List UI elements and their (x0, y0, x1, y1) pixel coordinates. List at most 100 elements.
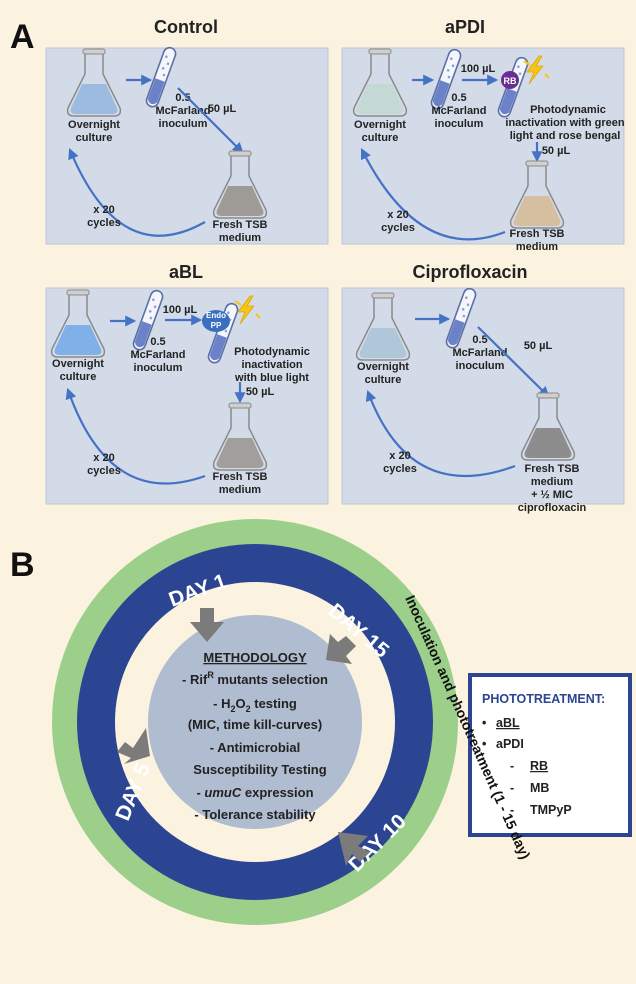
methodology-item-1: - RifR mutants selection (182, 670, 328, 687)
apdi-panel (341, 47, 625, 245)
apdi-fresh-label-1: Fresh TSB (509, 228, 564, 240)
day-1-arrow (190, 608, 224, 642)
apdi-inoculum-label-1: 0.5 (451, 92, 466, 104)
cipro-cycles-label-2: cycles (383, 463, 417, 475)
abl-fresh-label-2: medium (219, 484, 261, 496)
control-cycles-label-1: x 20 (93, 204, 114, 216)
abl-inoculum-label-3: inoculum (134, 362, 183, 374)
day-10-arrow (338, 832, 370, 866)
control-overnight-label-1: Overnight (68, 119, 120, 131)
phototreatment-bullet-1: • (482, 716, 486, 730)
cipro-overnight-label-2: culture (365, 374, 402, 386)
phototreatment-item-apdi: aPDI (496, 737, 524, 751)
abl-overnight-label-1: Overnight (52, 358, 104, 370)
abl-overnight-label-2: culture (60, 371, 97, 383)
cipro-inoculum-label-1: 0.5 (472, 334, 487, 346)
phototreatment-subitem-mb: MB (530, 781, 549, 795)
cipro-overnight-flask (355, 292, 411, 361)
apdi-step-label-1: Photodynamic (530, 104, 606, 116)
phototreatment-title: PHOTOTREATMENT: (482, 692, 605, 706)
abl-fresh-label-1: Fresh TSB (212, 471, 267, 483)
apdi-volume-2: 50 µL (542, 145, 571, 157)
abl-volume-2: 50 µL (246, 386, 275, 398)
abl-inoculum-label-1: 0.5 (150, 336, 165, 348)
apdi-title: aPDI (445, 17, 485, 37)
abl-inoculum-label-2: McFarland (130, 349, 185, 361)
apdi-inoculum-label-3: inoculum (435, 118, 484, 130)
cipro-fresh-flask (520, 392, 576, 461)
cipro-volume: 50 µL (524, 340, 553, 352)
abl-overnight-flask (50, 289, 106, 358)
abl-cycles-label-1: x 20 (93, 452, 114, 464)
methodology-item-5: Susceptibility Testing (193, 762, 326, 777)
methodology-title: METHODOLOGY (203, 650, 307, 665)
apdi-overnight-flask (352, 48, 408, 117)
control-inoculum-label-1: 0.5 (175, 92, 190, 104)
cipro-inoculum-label-3: inoculum (456, 360, 505, 372)
phototreatment-subitem-rb: RB (530, 759, 548, 773)
phototreatment-dash-3: - (510, 803, 514, 817)
cipro-panel (341, 287, 625, 505)
abl-agent-1: Endo (206, 311, 226, 320)
rose-bengal-badge (501, 71, 519, 89)
control-fresh-label-2: medium (219, 232, 261, 244)
apdi-overnight-label-2: culture (362, 132, 399, 144)
cipro-title: Ciprofloxacin (412, 262, 527, 282)
apdi-cycles-label-1: x 20 (387, 209, 408, 221)
abl-step-label-3: with blue light (234, 372, 309, 384)
phototreatment-box (468, 673, 632, 837)
abl-step-label-2: inactivation (241, 359, 302, 371)
control-cycles-label-2: cycles (87, 217, 121, 229)
panel-b-letter: B (10, 546, 35, 584)
endo-pp-badge (202, 310, 230, 332)
abl-title: aBL (169, 262, 203, 282)
control-title: Control (154, 17, 218, 37)
apdi-step-label-2: inactivation with green (505, 117, 624, 129)
cipro-cycle-arrow (365, 389, 516, 478)
methodology-item-2: - H2O2 testing (213, 696, 297, 714)
cipro-fresh-label-4: ciprofloxacin (518, 502, 587, 514)
cipro-fresh-label-1: Fresh TSB (524, 463, 579, 475)
methodology-circle (148, 615, 362, 829)
apdi-step-label-3: light and rose bengal (510, 130, 621, 142)
panel-a-letter: A (10, 18, 35, 56)
methodology-item-6: - umuC expression (196, 785, 313, 800)
cipro-fresh-label-2: medium (531, 476, 573, 488)
abl-volume-1: 100 µL (163, 304, 198, 316)
apdi-overnight-label-1: Overnight (354, 119, 406, 131)
abl-cycle-arrow (65, 387, 206, 485)
cipro-inoculum-label-2: McFarland (452, 347, 507, 359)
apdi-volume-1: 100 µL (461, 63, 496, 75)
control-panel (45, 47, 329, 245)
control-overnight-flask (66, 48, 122, 117)
control-overnight-label-2: culture (76, 132, 113, 144)
control-inoculum-label-3: inoculum (159, 118, 208, 130)
abl-cycles-label-2: cycles (87, 465, 121, 477)
abl-agent-2: PP (211, 321, 222, 330)
cipro-cycles-label-1: x 20 (389, 450, 410, 462)
abl-step-label-1: Photodynamic (234, 346, 310, 358)
apdi-cycle-arrow (361, 148, 506, 241)
apdi-fresh-label-2: medium (516, 241, 558, 253)
control-cycle-arrow (68, 147, 206, 237)
phototreatment-dash-2: - (510, 781, 514, 795)
cipro-arrow-2 (477, 326, 550, 398)
methodology-item-3: (MIC, time kill-curves) (188, 717, 322, 732)
methodology-item-7: - Tolerance stability (194, 807, 316, 822)
abl-fresh-flask (212, 402, 268, 471)
day-15-arrow (326, 634, 356, 664)
control-fresh-label-1: Fresh TSB (212, 219, 267, 231)
apdi-inoculum-label-2: McFarland (431, 105, 486, 117)
cipro-overnight-label-1: Overnight (357, 361, 409, 373)
control-fresh-flask (212, 150, 268, 219)
phototreatment-subitem-tmpyp: TMPyP (530, 803, 572, 817)
control-volume: 50 µL (208, 103, 237, 115)
cipro-fresh-label-3: + ½ MIC (531, 489, 573, 501)
abl-panel (45, 287, 329, 505)
apdi-cycles-label-2: cycles (381, 222, 415, 234)
control-arrow-2 (177, 87, 244, 154)
phototreatment-item-abl: aBL (496, 716, 520, 730)
phototreatment-dash-1: - (510, 759, 514, 773)
